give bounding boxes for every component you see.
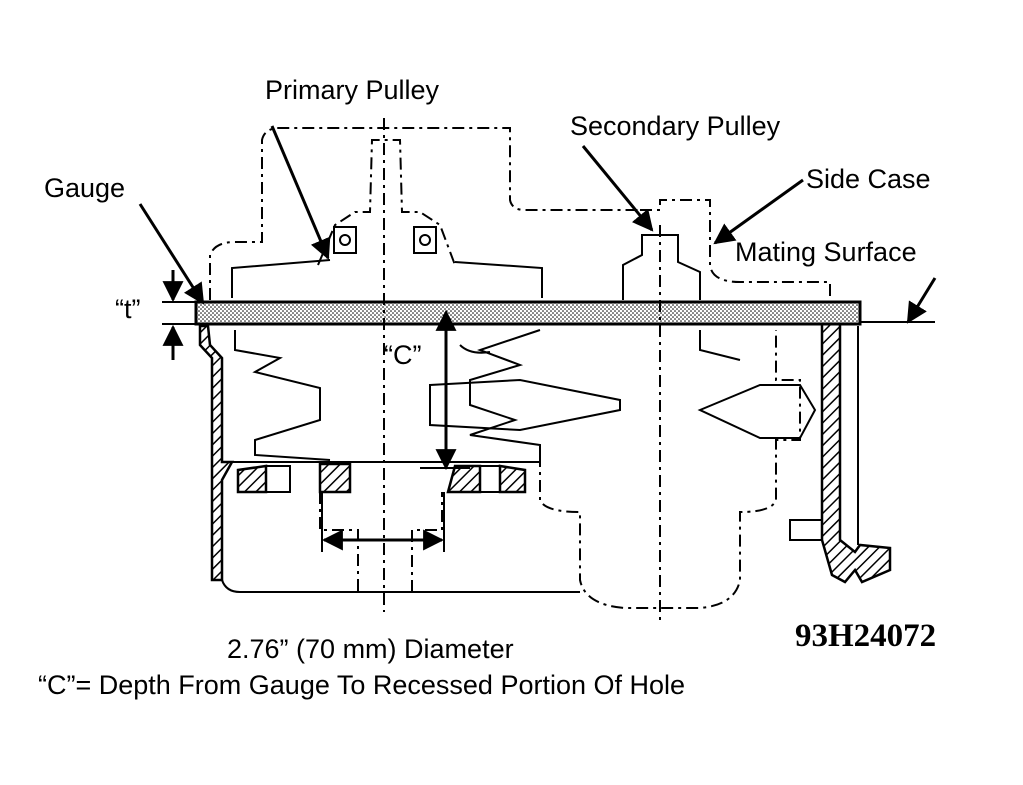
- primary-bearing-left-ball: [339, 234, 351, 246]
- bore-ring-right: [479, 465, 501, 493]
- primary-pulley-leader: [270, 125, 331, 260]
- primary-bearing-right-ball: [419, 234, 431, 246]
- figure-reference: 93H24072: [795, 618, 936, 654]
- secondary-pulley-hub: [622, 234, 701, 300]
- secondary-inner: [459, 330, 741, 361]
- primary-bearing-left: [333, 226, 357, 254]
- side-case-label: Side Case: [806, 164, 931, 194]
- gauge-leader: [138, 203, 205, 305]
- bore-flange-left: [236, 464, 268, 494]
- secondary-pulley-outline: [640, 199, 831, 300]
- side-case-leader: [713, 178, 804, 245]
- c-definition-caption: “C”= Depth From Gauge To Recessed Portio…: [38, 670, 685, 700]
- c-dimension-label: “C”: [384, 340, 421, 370]
- primary-lower-sheave: [234, 329, 541, 461]
- diameter-caption: 2.76” (70 mm) Diameter: [227, 634, 514, 664]
- case-right-wall: [820, 322, 892, 584]
- secondary-sheave-left: [429, 378, 621, 432]
- gauge-label: Gauge: [44, 173, 125, 203]
- primary-pulley-outline: [209, 127, 640, 300]
- secondary-pulley-label: Secondary Pulley: [570, 111, 781, 141]
- t-dimension-label: “t”: [115, 294, 140, 324]
- primary-pulley-upper-sheave: [231, 259, 543, 298]
- secondary-sheave-right: [697, 384, 817, 439]
- case-right-bracket: [789, 326, 859, 545]
- bore-flange-far-right: [498, 464, 527, 494]
- gauge-plate: [194, 300, 862, 326]
- mating-surface-leader: [906, 277, 937, 324]
- bore-flange-center: [318, 462, 352, 494]
- bore-ring-left: [265, 465, 291, 493]
- secondary-housing: [539, 330, 801, 609]
- primary-bearing-right: [413, 226, 437, 254]
- case-left-outer: [221, 461, 580, 593]
- primary-pulley-hub-outline: [317, 139, 456, 266]
- mating-surface-label: Mating Surface: [735, 237, 917, 267]
- secondary-pulley-leader: [581, 145, 654, 232]
- case-left-wall: [198, 324, 235, 582]
- primary-shaft: [319, 492, 443, 592]
- primary-pulley-label: Primary Pulley: [265, 75, 440, 105]
- bore-flange-right: [446, 464, 482, 494]
